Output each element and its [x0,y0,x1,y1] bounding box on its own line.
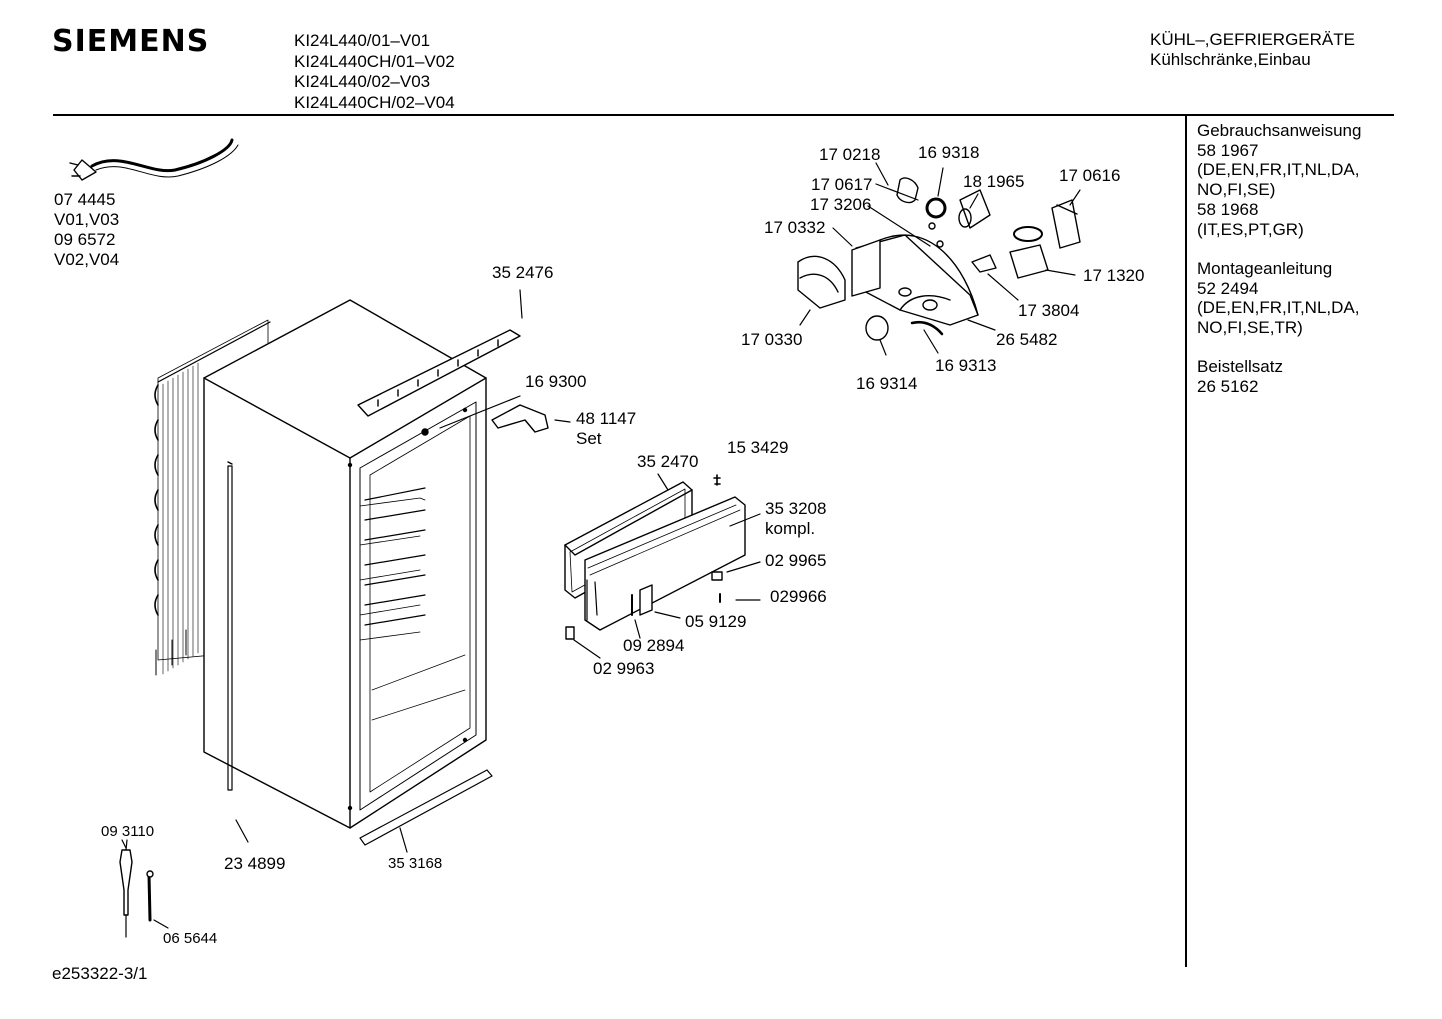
model-item: KI24L440CH/01–V02 [294,51,455,71]
part-label: 35 3208 kompl. [765,499,826,539]
power-cable-drawing [69,138,239,181]
part-label: 17 0330 [741,330,803,349]
part-label: 09 2894 [623,636,685,655]
brand-logo: SIEMENS [52,24,210,59]
freezer-door-drawing [564,474,746,640]
sensor-drawing [119,839,154,938]
doc-line: (IT,ES,PT,GR) [1197,219,1304,239]
fridge-body-drawing [203,299,521,829]
part-label: 18 1965 [963,172,1025,191]
condenser-drawing [154,319,271,676]
doc-group-installation: Montageanleitung 52 2494 (DE,EN,FR,IT,NL… [1197,259,1361,338]
part-label: 23 4899 [224,854,286,873]
part-label: 02 9965 [765,551,827,570]
part-variant: V02,V04 [54,250,120,269]
category-line: Kühlschränke,Einbau [1150,50,1311,69]
part-number: 09 6572 [54,230,116,249]
part-label: 17 0617 [811,175,873,194]
model-list: KI24L440/01–V01 KI24L440CH/01–V02 KI24L4… [294,31,455,113]
part-label-cable: 07 4445 V01,V03 09 6572 V02,V04 [54,190,119,270]
header-divider [53,114,1394,116]
bottom-strip-drawing [359,769,493,846]
model-item: KI24L440/02–V03 [294,72,431,91]
doc-group-kit: Beistellsatz 26 5162 [1197,357,1361,396]
part-label: 17 0218 [819,145,881,164]
part-label: 16 9318 [918,143,980,162]
part-label: 35 3168 [388,855,443,872]
part-label: 17 1320 [1083,266,1145,285]
doc-line: Beistellsatz [1197,357,1283,377]
part-label: 26 5482 [996,330,1058,349]
part-number: 48 1147 [576,409,637,428]
part-number: 07 4445 [54,190,116,209]
doc-line: (DE,EN,FR,IT,NL,DA, [1197,298,1360,318]
part-label: 06 5644 [163,930,218,947]
part-label: 09 3110 [101,823,155,840]
part-variant: V01,V03 [54,210,120,229]
part-note: Set [576,429,602,448]
doc-line: Gebrauchsanweisung [1197,121,1362,140]
doc-line: (DE,EN,FR,IT,NL,DA, [1197,160,1360,180]
category-title: KÜHL–,GEFRIERGERÄTE Kühlschränke,Einbau [1150,30,1355,70]
sidebar-divider [1185,116,1187,967]
part-label: 35 2470 [637,452,699,471]
model-item: KI24L440CH/02–V04 [294,92,455,112]
part-label: 15 3429 [727,438,789,457]
model-item: KI24L440/01–V01 [294,31,431,50]
doc-line: NO,FI,SE,TR) [1197,318,1303,338]
part-note: kompl. [765,519,816,538]
part-label: 17 0616 [1059,166,1121,185]
doc-group-manual: Gebrauchsanweisung 58 1967 (DE,EN,FR,IT,… [1197,121,1361,239]
doc-line: 26 5162 [1197,377,1259,397]
part-number: 35 3208 [765,499,827,518]
exploded-view-drawing [69,138,1081,938]
document-sidebar: Gebrauchsanweisung 58 1967 (DE,EN,FR,IT,… [1197,121,1361,417]
doc-line: 58 1968 [1197,199,1259,219]
part-label: 05 9129 [685,612,747,631]
doc-line: 52 2494 [1197,278,1259,298]
part-label: 48 1147 Set [576,409,636,449]
side-trim-drawing [227,465,233,791]
part-label: 17 3804 [1018,301,1080,320]
hinge-set-drawing [491,404,549,433]
leader-lines [121,162,1081,929]
part-label: 16 9300 [525,372,587,391]
doc-line: 58 1967 [1197,140,1259,160]
document-id: e253322-3/1 [52,964,148,983]
category-line: KÜHL–,GEFRIERGERÄTE [1150,30,1355,49]
part-label: 16 9313 [935,356,997,375]
doc-line: Montageanleitung [1197,258,1333,278]
part-label: 17 3206 [810,195,872,214]
part-label: 17 0332 [764,218,826,237]
lamp-assembly-drawing [797,177,1081,341]
part-label: 16 9314 [856,374,918,393]
part-label: 029966 [770,587,827,606]
part-label: 35 2476 [492,263,554,282]
part-label: 02 9963 [593,659,655,678]
doc-line: NO,FI,SE) [1197,180,1276,200]
